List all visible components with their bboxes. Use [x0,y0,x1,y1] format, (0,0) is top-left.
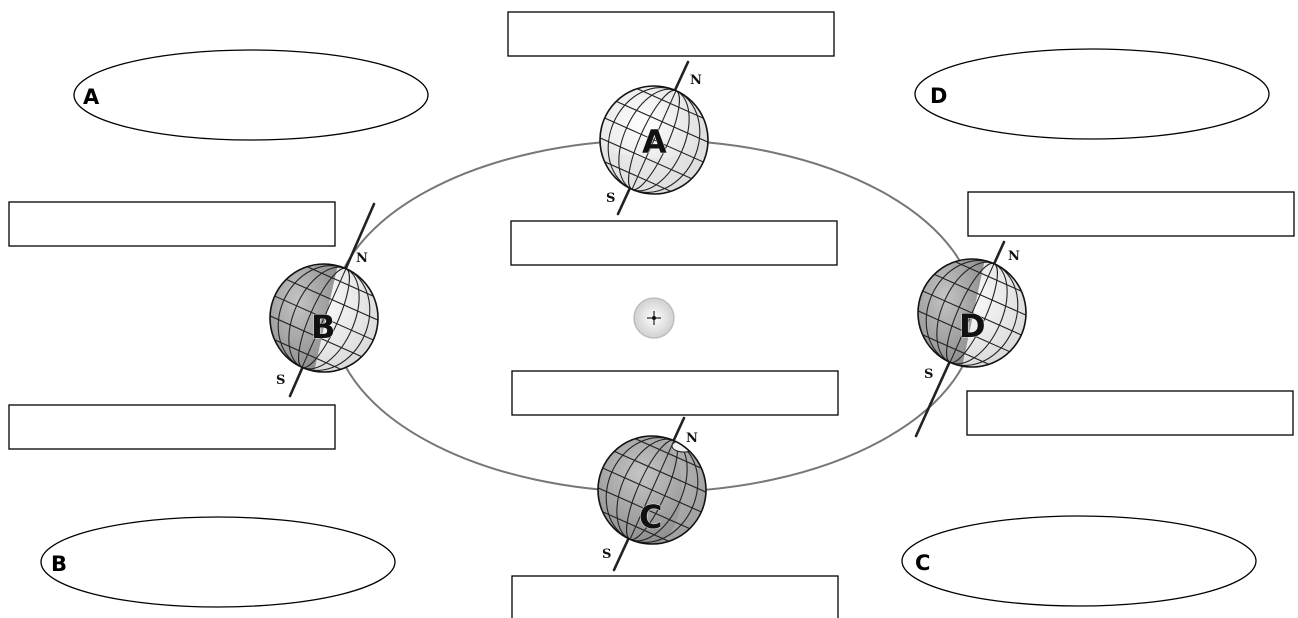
north-pole-label: N [686,431,698,446]
north-pole-label: N [1008,249,1020,264]
answer-box-left-upper[interactable] [8,201,336,247]
oval-letter: B [51,552,67,576]
globe-letter: A [642,123,667,161]
answer-box-left-lower[interactable] [8,404,336,450]
label-oval-top-left[interactable]: A [73,49,429,141]
oval-letter: D [930,84,947,108]
earth-globe-c: N S C [597,416,707,572]
north-pole-label: N [690,73,702,88]
oval-letter: C [915,551,930,575]
south-pole-label: S [276,373,285,388]
answer-box-center-lower[interactable] [511,370,839,416]
label-oval-bottom-left[interactable]: B [40,516,396,608]
globe-letter: C [639,498,662,536]
answer-box-top[interactable] [507,11,835,57]
oval-letter: A [83,85,100,109]
earth-globe-a: N S A [599,60,709,216]
south-pole-label: S [606,191,615,206]
label-oval-top-right[interactable]: D [914,48,1270,140]
answer-box-right-lower[interactable] [966,390,1294,436]
earth-globe-d: N S D [914,240,1027,438]
north-pole-label: N [356,251,368,266]
sun-icon [633,297,675,339]
answer-box-center-upper[interactable] [510,220,838,266]
south-pole-label: S [602,547,611,562]
label-oval-bottom-right[interactable]: C [901,515,1257,607]
answer-box-right-upper[interactable] [967,191,1295,237]
globe-letter: D [959,307,986,345]
answer-box-bottom[interactable] [511,575,839,618]
earth-globe-b: N S B [269,202,379,398]
globe-letter: B [311,308,335,346]
south-pole-label: S [924,367,933,382]
